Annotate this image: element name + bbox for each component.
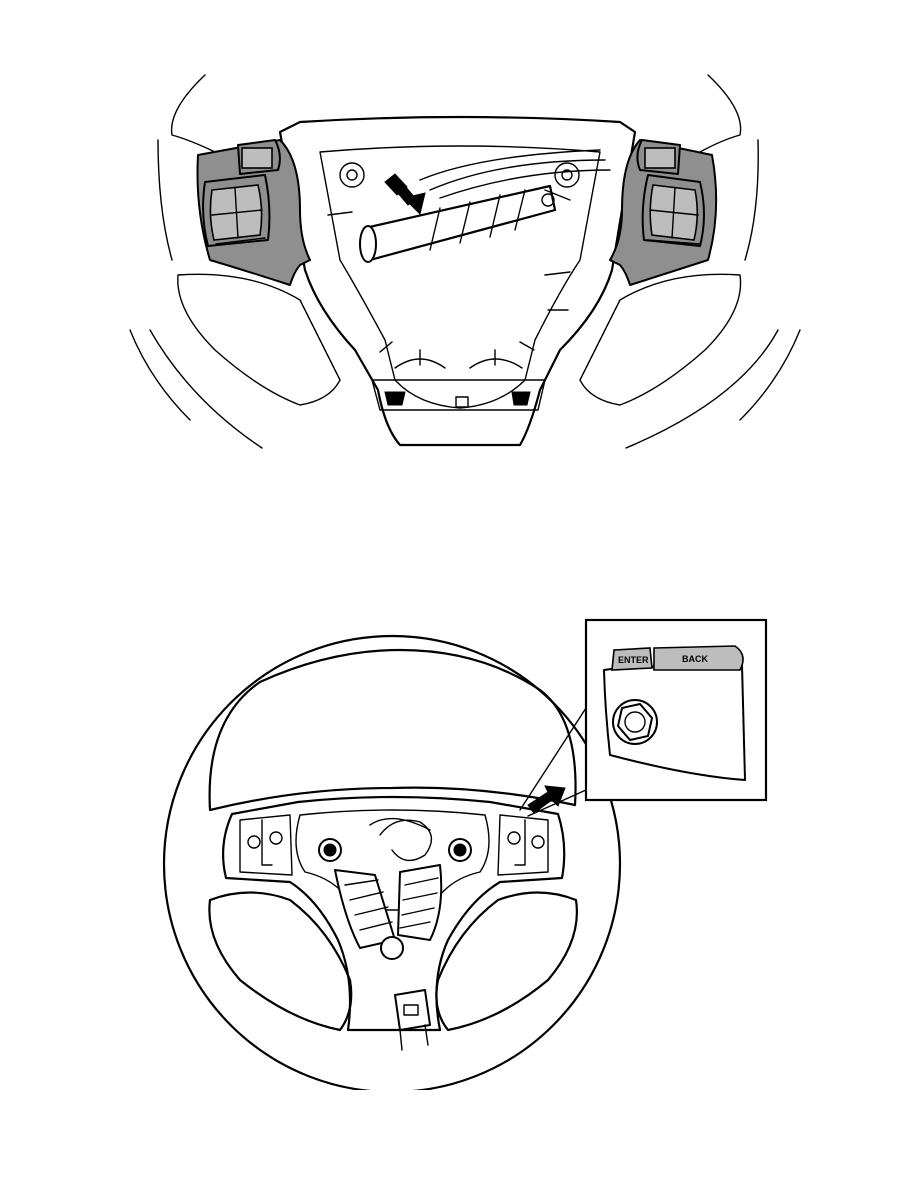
mount-hole-left xyxy=(339,162,365,188)
spoke-opening-right xyxy=(579,273,742,406)
lower-connector xyxy=(394,989,431,1051)
steering-wheel-rim xyxy=(162,634,622,1090)
right-switch-module xyxy=(609,139,718,286)
hub-backplate xyxy=(222,795,566,1032)
right-bracket xyxy=(497,814,549,876)
pull-direction-arrow xyxy=(384,173,426,215)
hub-slot-center xyxy=(455,396,469,408)
steering-wheel-center-diagram xyxy=(0,60,918,460)
inset-leader-upper xyxy=(519,707,587,811)
enter-button xyxy=(611,647,653,671)
detail-inset: ENTER BACK xyxy=(584,618,768,802)
mount-hole-right xyxy=(554,162,580,188)
lower-opening-left xyxy=(208,891,353,1032)
left-switch-module xyxy=(196,139,311,286)
lower-opening-right xyxy=(435,891,578,1032)
enter-button-label: ENTER xyxy=(618,655,649,665)
center-hole xyxy=(380,936,404,960)
rim-upper-left xyxy=(170,74,216,153)
harness-connector-end xyxy=(359,225,377,263)
left-bracket xyxy=(239,814,293,876)
rim-outer-right xyxy=(625,329,779,449)
wiring-loop xyxy=(379,819,433,862)
hub-screw-left xyxy=(318,838,342,862)
rim-upper-opening xyxy=(208,648,577,812)
hub-screw-right xyxy=(448,838,472,862)
back-button-label: BACK xyxy=(682,654,708,664)
clock-spring-cables xyxy=(334,864,443,949)
steering-wheel-full-diagram: ENTER BACK xyxy=(0,610,918,1090)
hub-clip-left xyxy=(384,391,406,406)
spoke-opening-left xyxy=(177,273,341,406)
hub-outer-frame xyxy=(278,115,637,447)
harness-wires xyxy=(419,149,611,199)
hub-clip-right xyxy=(511,391,531,406)
rim-outer-left xyxy=(149,329,263,449)
back-button xyxy=(653,645,744,671)
hex-bolt xyxy=(612,699,658,745)
hub-inner-cavity xyxy=(319,145,601,409)
rim-upper-right xyxy=(699,74,742,153)
location-arrow xyxy=(527,785,566,814)
wiring-harness-sleeve xyxy=(363,184,557,262)
